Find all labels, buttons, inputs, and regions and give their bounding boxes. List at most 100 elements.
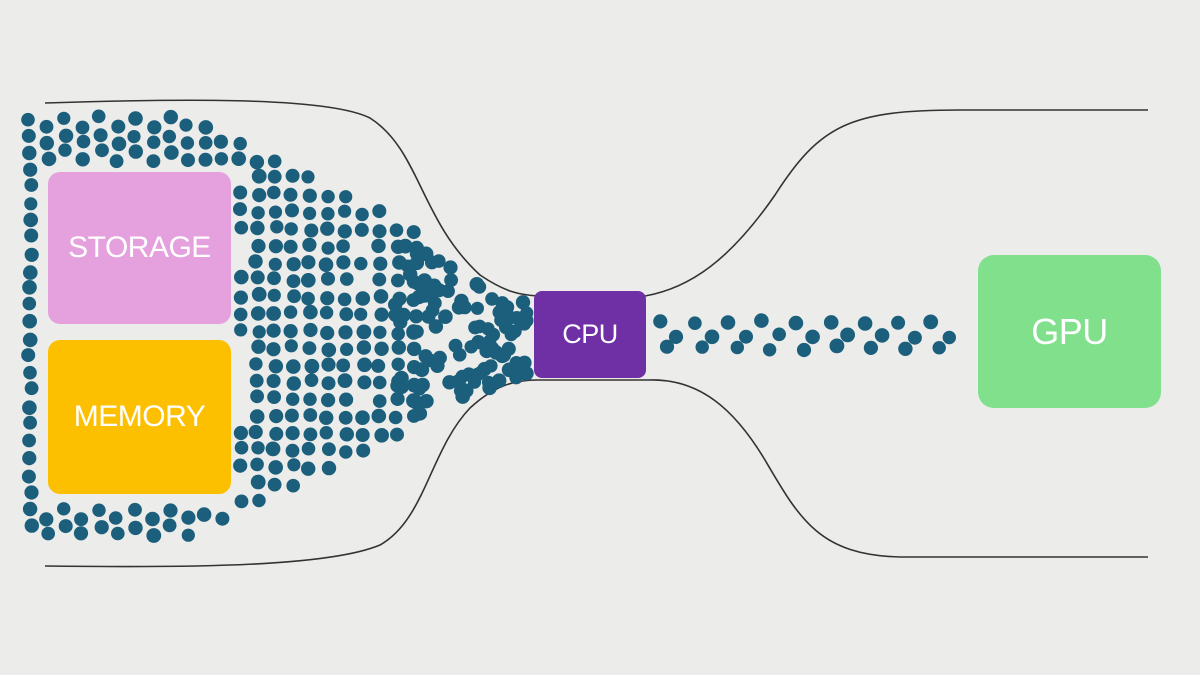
data-particle (390, 379, 404, 393)
data-particle (321, 393, 336, 408)
data-particle (320, 325, 335, 341)
data-particle (840, 327, 855, 343)
data-particle (479, 343, 495, 359)
data-particle (249, 357, 263, 371)
data-particle (428, 319, 444, 334)
data-particle (163, 109, 178, 125)
data-particle (22, 433, 36, 448)
data-particle (427, 296, 442, 310)
data-particle (286, 274, 301, 288)
data-particle (501, 341, 516, 356)
data-particle (76, 134, 91, 149)
data-particle (179, 118, 193, 132)
data-particle (823, 315, 839, 330)
data-particle (252, 325, 266, 339)
data-particle (267, 169, 282, 184)
data-particle (286, 392, 300, 406)
data-particle (438, 309, 453, 325)
data-particle (109, 154, 124, 169)
data-particle (371, 358, 386, 373)
data-particle (374, 341, 389, 356)
data-particle (233, 425, 248, 441)
data-particle (898, 341, 913, 356)
data-particle (470, 367, 485, 382)
data-particle (75, 120, 90, 135)
data-particle (301, 291, 315, 306)
data-particle (303, 304, 318, 320)
data-particle (128, 502, 142, 517)
data-particle (21, 128, 36, 143)
data-particle (659, 339, 675, 354)
data-particle (451, 374, 466, 389)
data-particle (287, 458, 301, 472)
data-particle (22, 313, 37, 329)
data-particle (22, 400, 37, 416)
data-particles (21, 109, 956, 543)
data-particle (356, 324, 372, 340)
data-particle (302, 237, 317, 252)
data-particle (250, 220, 265, 236)
data-particle (321, 189, 335, 204)
data-particle (267, 390, 281, 404)
data-particle (58, 519, 73, 534)
data-particle (443, 260, 458, 275)
data-particle (251, 168, 267, 184)
data-particle (301, 255, 316, 270)
data-particle (472, 280, 487, 294)
data-particle (720, 315, 736, 330)
data-particle (57, 111, 71, 125)
data-particle (319, 426, 333, 440)
data-particle (730, 340, 744, 355)
data-particle (355, 207, 369, 222)
data-particle (321, 376, 336, 391)
data-particle (391, 357, 405, 371)
data-particle (249, 409, 265, 424)
data-particle (39, 119, 54, 134)
data-particle (234, 323, 248, 337)
data-particle (250, 306, 266, 321)
data-particle (92, 503, 106, 517)
data-particle (128, 520, 143, 536)
data-particle (233, 458, 248, 473)
data-particle (321, 207, 335, 221)
data-particle (390, 391, 405, 406)
data-particle (23, 212, 38, 228)
data-particle (22, 451, 37, 466)
data-particle (284, 222, 298, 236)
data-particle (704, 329, 720, 345)
data-particle (285, 426, 300, 441)
data-particle (93, 128, 108, 143)
data-particle (268, 205, 283, 219)
data-particle (321, 357, 336, 372)
data-particle (397, 238, 413, 254)
data-particle (22, 332, 38, 348)
data-particle (24, 228, 39, 243)
data-particle (24, 381, 39, 396)
data-particle (41, 151, 57, 167)
data-particle (458, 300, 472, 314)
data-particle (455, 389, 471, 404)
data-particle (270, 220, 284, 234)
data-particle (772, 327, 786, 342)
data-particle (444, 273, 458, 287)
data-particle (932, 341, 946, 355)
data-particle (22, 296, 37, 311)
data-particle (354, 256, 368, 271)
data-particle (304, 223, 319, 238)
data-particle (164, 145, 179, 160)
data-particle (406, 341, 422, 357)
data-particle (23, 415, 37, 430)
data-particle (181, 153, 195, 168)
data-particle (688, 316, 702, 331)
data-particle (213, 134, 228, 149)
data-particle (74, 512, 89, 527)
data-particle (304, 373, 319, 388)
data-particle (336, 358, 351, 373)
data-particle (482, 380, 497, 396)
data-particle (233, 185, 248, 200)
data-particle (371, 238, 386, 254)
data-particle (322, 442, 336, 456)
data-particle (805, 329, 820, 345)
cpu-label: CPU (562, 319, 618, 349)
data-particle (695, 340, 709, 354)
